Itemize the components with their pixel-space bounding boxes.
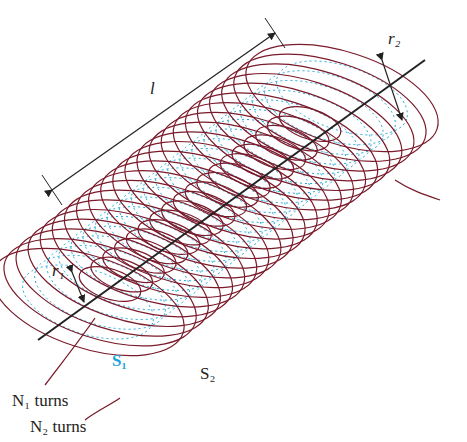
radius-arrow [72, 272, 84, 302]
outer-coil-turn [208, 43, 427, 192]
cross-section-ellipse [171, 124, 320, 227]
outer-coil-turn [148, 91, 367, 240]
turns-label: N₂ turns [30, 418, 86, 437]
cross-section-ellipse [122, 163, 271, 266]
outer-coil-turn [15, 198, 234, 347]
outer-coil-turn [39, 179, 258, 328]
cross-section-ellipse [110, 173, 259, 276]
cross-section-ellipse [207, 95, 356, 198]
cross-section-ellipse [267, 47, 416, 150]
cross-section-ellipse [183, 115, 332, 218]
cross-section-ellipse [50, 221, 199, 324]
lead-wire [45, 318, 95, 385]
turns-label: N₁ turns [12, 392, 68, 411]
inner-coil-turn [275, 100, 345, 148]
outer-coil-turn [196, 52, 415, 201]
area-label: S₁ [112, 352, 127, 371]
axis-line [38, 60, 425, 340]
outer-coil-turn [160, 82, 379, 231]
outer-coil-turn [136, 101, 355, 250]
outer-coil-turn [100, 130, 319, 279]
outer-coil-turn [51, 169, 270, 318]
cross-section-ellipse [74, 202, 223, 305]
outer-coil-turn [172, 72, 391, 221]
outer-coil-turn [124, 111, 343, 260]
outer-coil-turn [221, 33, 440, 182]
cross-section-ellipse [231, 76, 380, 179]
outer-coil-turn [184, 62, 403, 211]
outer-coil-turn [75, 150, 294, 299]
outer-coil-turn [27, 188, 246, 337]
cross-section-ellipse [243, 66, 392, 169]
area-label: S₂ [200, 365, 215, 384]
outer-coil-turn [0, 227, 197, 376]
cross-section-ellipse [195, 105, 344, 208]
outer-coil-turn [63, 159, 282, 308]
cross-section-ellipse [98, 183, 247, 286]
radius-arrow [382, 60, 402, 120]
radius-label: r₂ [388, 30, 401, 49]
cross-section-ellipse [38, 231, 187, 334]
cross-section-ellipse [86, 192, 235, 295]
cross-section-ellipse [255, 56, 404, 159]
cross-section-ellipse [134, 153, 283, 256]
cross-section-ellipse [219, 85, 368, 188]
cross-section-ellipse [159, 134, 308, 237]
lead-wire [85, 398, 120, 420]
cross-section-ellipse [146, 144, 295, 247]
outer-coil-turn [233, 23, 452, 172]
radius-label: r₁ [52, 262, 65, 281]
length-dimension [52, 33, 275, 190]
outer-coil-turn [88, 140, 307, 289]
length-label: l [150, 80, 155, 99]
outer-coil-turn [112, 120, 331, 269]
cross-section-ellipse [62, 212, 211, 315]
lead-wire [395, 180, 440, 200]
